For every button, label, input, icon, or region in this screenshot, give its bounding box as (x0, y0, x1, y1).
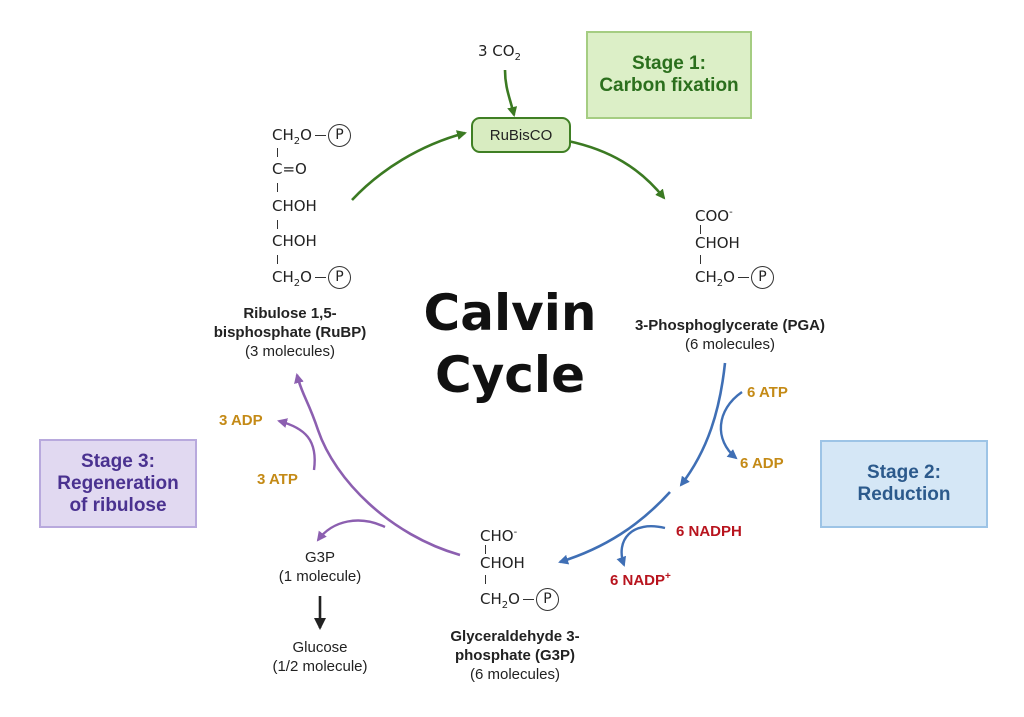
output-glucose: Glucose (1/2 molecule) (272, 639, 368, 675)
g3p-row-2: CHOH (480, 554, 525, 572)
g3p-output-arrow (316, 519, 386, 542)
regeneration-arrow (294, 373, 461, 557)
nadph-branch-arrow (616, 525, 666, 567)
stage-3-heading: Stage 3: (81, 450, 155, 472)
rubisco-label: RuBisCO (489, 126, 553, 144)
title-line-1: Calvin (423, 284, 597, 342)
co2-label: 3 CO2 (478, 42, 521, 63)
adp-6-label: 6 ADP (740, 455, 784, 472)
g3p-name: Glyceraldehyde 3- phosphate (G3P) (6 mol… (450, 628, 580, 683)
rubp-name: Ribulose 1,5- bisphosphate (RuBP) (3 mol… (213, 305, 367, 360)
stage-3-box: Stage 3: Regeneration of ribulose (39, 439, 197, 528)
stage-2-heading: Stage 2: (867, 462, 941, 483)
pga-row-2: CHOH (695, 234, 740, 252)
rubp-row-3: CHOH (272, 197, 317, 215)
rubisco-enzyme-box: RuBisCO (471, 117, 571, 153)
rubp-row-2: C=O (272, 160, 307, 178)
stage-2-label: Reduction (857, 484, 951, 505)
phosphate-icon: P (327, 266, 351, 289)
pga-reduction-arrow (679, 362, 727, 487)
g3p-row-1: CHO- (480, 527, 518, 545)
pga-name: 3-Phosphoglycerate (PGA) (6 molecules) (634, 317, 826, 353)
to-g3p-arrow (558, 491, 671, 565)
phosphate-icon: P (327, 124, 351, 147)
atp-3-label: 3 ATP (257, 471, 298, 488)
atp-6-label: 6 ATP (747, 384, 788, 401)
stage-1-box: Stage 1: Carbon fixation (586, 31, 752, 119)
phosphate-icon: P (535, 588, 559, 611)
stage-3-label-1: Regeneration (57, 472, 179, 494)
co2-arrow (503, 69, 518, 117)
stage-1-heading: Stage 1: (632, 53, 706, 74)
rubisco-to-pga-arrow (567, 139, 666, 200)
nadp-label: 6 NADP+ (610, 571, 671, 589)
pga-row-1: COO- (695, 207, 733, 225)
rubp-row-4: CHOH (272, 232, 317, 250)
stage-1-label: Carbon fixation (599, 75, 739, 96)
phosphate-icon: P (750, 266, 774, 289)
title-line-2: Cycle (435, 346, 585, 404)
nadph-label: 6 NADPH (676, 523, 742, 540)
rubp-to-rubisco-arrow (351, 130, 467, 201)
atp3-branch-arrow (277, 418, 316, 471)
page-title: Calvin Cycle (400, 282, 620, 406)
adp-3-label: 3 ADP (219, 412, 263, 429)
stage-2-box: Stage 2: Reduction (820, 440, 988, 528)
output-g3p: G3P (1 molecule) (278, 549, 362, 585)
atp-branch-arrow (719, 391, 743, 460)
stage-3-label-2: of ribulose (69, 494, 167, 516)
